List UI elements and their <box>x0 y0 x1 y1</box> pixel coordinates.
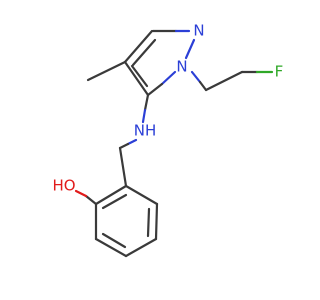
bond-c3-c4-inner <box>131 38 157 67</box>
bond-ch2-benzene <box>118 146 128 188</box>
bond-benz-2-3 <box>154 202 159 241</box>
bond-n1-c5 <box>160 70 177 86</box>
bond-benz-2-3-inner <box>146 207 151 238</box>
bond-benz-4-5 <box>94 237 128 258</box>
bond-ch2-ch2 <box>204 70 244 92</box>
bond-c5-n1 <box>146 82 164 97</box>
bond-benz-1-2 <box>124 184 159 206</box>
bond-benz-oh <box>84 194 98 206</box>
atom-nh-label: NH <box>134 122 157 140</box>
atom-f-label: F <box>275 63 284 81</box>
bond-benz-4-5-inner <box>101 232 127 249</box>
bond-nh-ch2 <box>126 138 138 146</box>
bond-n2-n1 <box>184 38 196 60</box>
atom-ho-label: HO <box>52 177 75 195</box>
bond-nh-c5 <box>141 108 147 124</box>
bond-c3-c4 <box>123 29 154 64</box>
bond-oh-benz <box>74 189 88 198</box>
bond-n1-ch2 <box>190 70 202 84</box>
bond-benz-6-1-inner <box>101 193 128 210</box>
bond-benz-3-4 <box>124 237 158 258</box>
molecule-structure: N N F NH HO <box>52 22 284 258</box>
bond-ch2-nh <box>118 142 130 150</box>
bond-c4-methyl <box>86 60 127 82</box>
bond-benz-6-1 <box>94 184 128 206</box>
bond-ch2-n1 <box>198 80 208 92</box>
bond-c5-c4-inner <box>130 64 149 88</box>
bond-c5-nh <box>143 93 150 112</box>
bond-c5-c4 <box>123 60 150 97</box>
atom-n2-label: N <box>193 22 204 40</box>
atom-n1-label: N <box>176 58 187 76</box>
